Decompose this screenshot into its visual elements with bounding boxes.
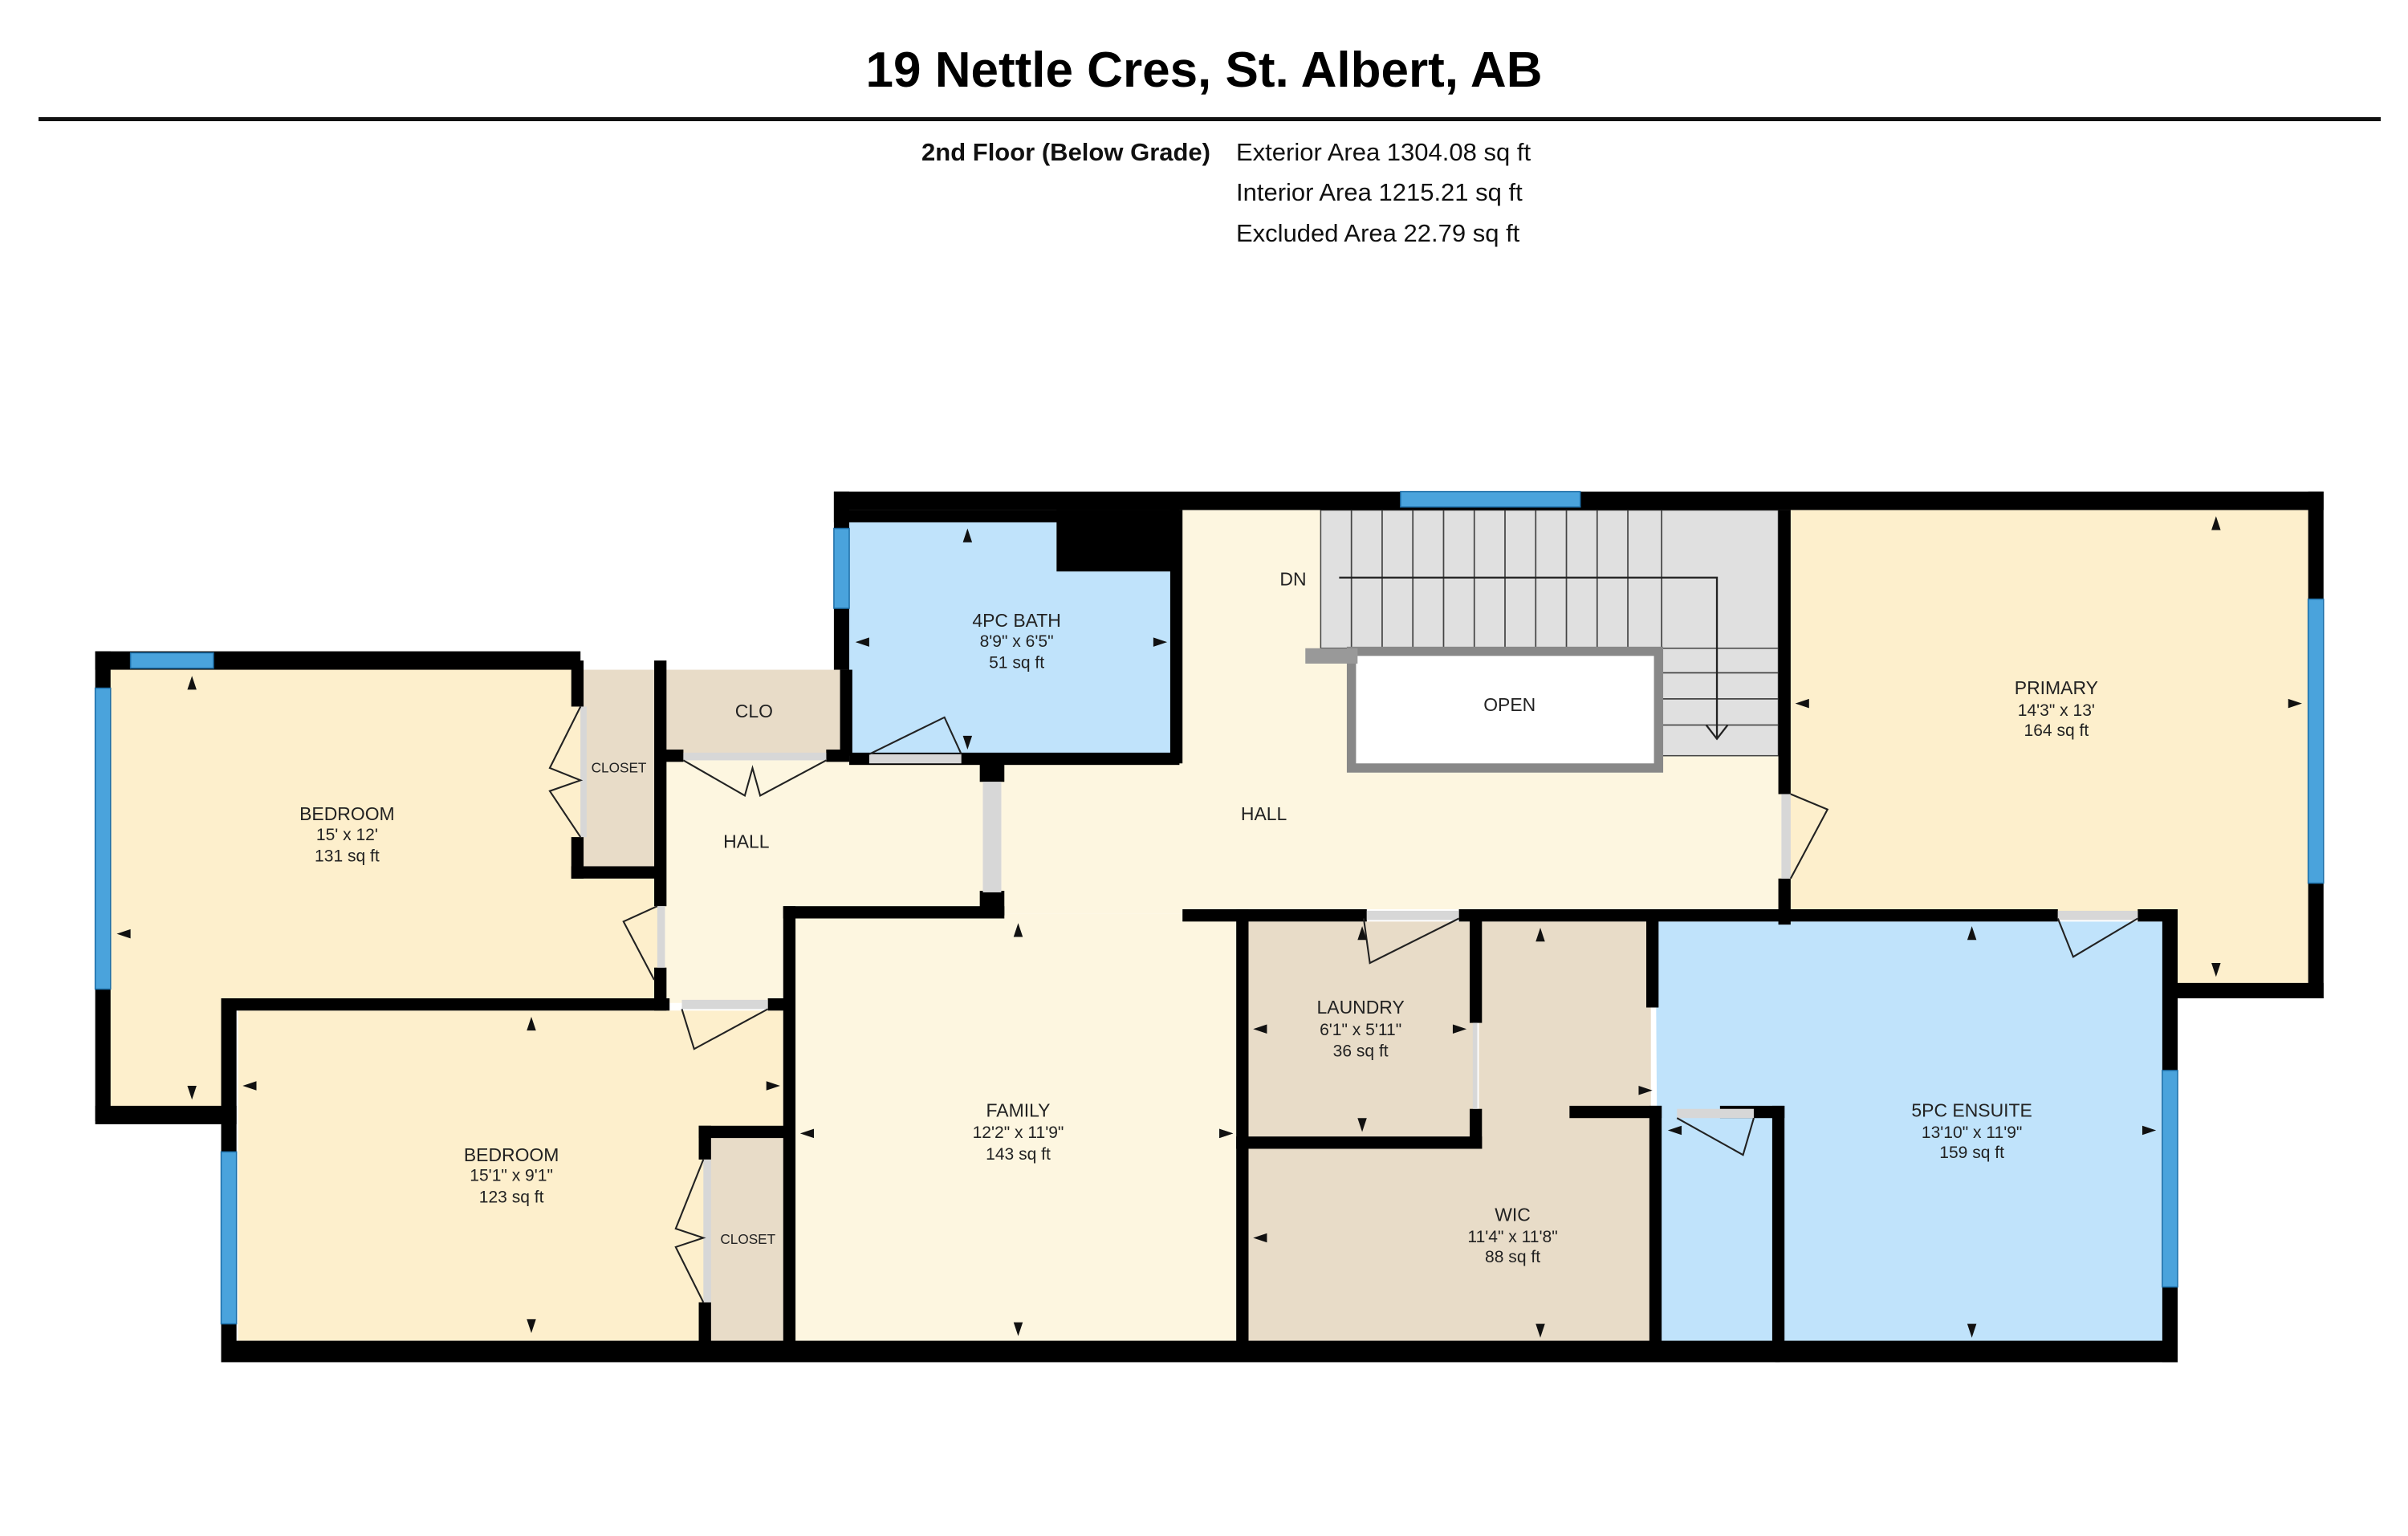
bedroom1-name: BEDROOM [299, 803, 395, 824]
room-wic [1247, 921, 1656, 1344]
room-bedroom-1 [107, 663, 661, 1109]
dimension-arrows [116, 516, 2302, 1338]
door-openings [580, 706, 2138, 1302]
window [220, 1151, 238, 1325]
room-labels: BEDROOM 15' x 12' 131 sq ft CLOSET CLO H… [299, 568, 2098, 1266]
window [2162, 1070, 2178, 1288]
title-divider [39, 117, 2381, 121]
bedroom2-name: BEDROOM [464, 1144, 559, 1165]
windows [94, 490, 2325, 1325]
bedroom1-area: 131 sq ft [315, 847, 380, 866]
hall-small-name: HALL [723, 831, 769, 851]
wic-area: 88 sq ft [1485, 1248, 1540, 1266]
door-swings [548, 705, 2138, 1303]
primary-dims: 14'3" x 13' [2018, 701, 2095, 720]
laundry-area: 36 sq ft [1333, 1042, 1389, 1061]
room-family [794, 913, 1240, 1344]
open-to-below [1346, 646, 1664, 773]
bath4-area: 51 sq ft [989, 654, 1044, 673]
staircase [1305, 509, 1780, 773]
open-name: OPEN [1483, 694, 1536, 715]
room-clo [663, 669, 840, 756]
family-name: FAMILY [986, 1099, 1051, 1120]
window [1400, 490, 1581, 508]
laundry-dims: 6'1" x 5'11" [1320, 1021, 1401, 1039]
bath4-dims: 8'9" x 6'5" [980, 632, 1054, 651]
interior-area: Interior Area 1215.21 sq ft [1236, 178, 1523, 206]
page-title: 19 Nettle Cres, St. Albert, AB [865, 43, 1543, 98]
bath4-name: 4PC BATH [972, 610, 1060, 631]
ensuite-name: 5PC ENSUITE [1911, 1099, 2032, 1120]
primary-name: PRIMARY [2015, 677, 2098, 698]
family-dims: 12'2" x 11'9" [973, 1124, 1064, 1142]
room-fills [107, 510, 2308, 1344]
family-area: 143 sq ft [986, 1145, 1051, 1164]
closet1-name: CLOSET [592, 760, 647, 776]
room-ensuite [1655, 921, 2166, 1344]
exterior-area: Exterior Area 1304.08 sq ft [1236, 138, 1531, 166]
wic-dims: 11'4" x 11'8" [1467, 1228, 1557, 1246]
bedroom1-dims: 15' x 12' [316, 826, 378, 844]
floor-label: 2nd Floor (Below Grade) [921, 138, 1210, 166]
closet2-name: CLOSET [720, 1231, 775, 1247]
ensuite-dims: 13'10" x 11'9" [1922, 1124, 2022, 1142]
wic-name: WIC [1495, 1204, 1531, 1225]
hall-main-name: HALL [1241, 803, 1287, 824]
window [2307, 598, 2325, 884]
excluded-area: Excluded Area 22.79 sq ft [1236, 219, 1520, 247]
bedroom2-area: 123 sq ft [479, 1188, 544, 1206]
window [94, 687, 112, 990]
room-closet-1 [580, 669, 657, 867]
room-bedroom-2 [238, 1010, 783, 1341]
clo-name: CLO [735, 701, 773, 721]
room-primary [1788, 510, 2308, 983]
bedroom2-dims: 15'1" x 9'1" [470, 1167, 553, 1185]
window [833, 527, 850, 609]
stairs-dn: DN [1279, 568, 1306, 589]
laundry-name: LAUNDRY [1317, 997, 1405, 1018]
room-laundry [1247, 921, 1474, 1137]
ensuite-area: 159 sq ft [1939, 1144, 2004, 1162]
window [129, 652, 214, 669]
room-4pc-bath [849, 522, 1175, 756]
primary-area: 164 sq ft [2024, 721, 2089, 740]
room-closet-2 [709, 1136, 783, 1344]
